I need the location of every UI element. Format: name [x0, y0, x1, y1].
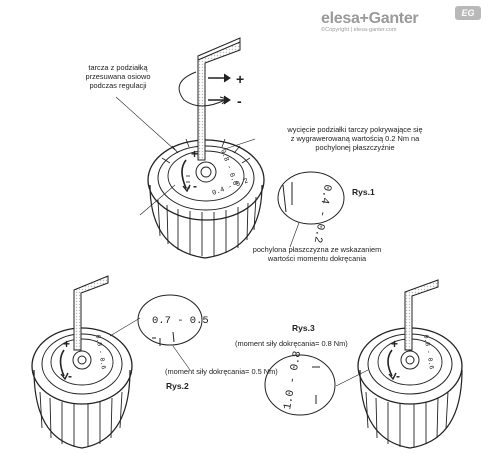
top-plus-on-dial: + — [191, 147, 198, 161]
fig3-knob — [357, 327, 463, 449]
fig3-detail — [264, 354, 336, 416]
fig3-caption: (moment siły dokręcania= 0.8 Nm) — [235, 339, 348, 348]
top-rotation-arrow — [178, 71, 226, 107]
label-pochylona: pochylona płaszczyzna ze wskazaniem wart… — [252, 245, 382, 263]
fig2-knob — [31, 327, 133, 449]
rys1-label: Rys.1 — [352, 187, 375, 197]
fig2-detail — [137, 294, 203, 346]
fig3-plus-on-dial: + — [391, 337, 398, 351]
top-minus-on-dial: - — [193, 179, 197, 193]
label-wyciecie: wycięcie podziałki tarczy pokrywające si… — [287, 125, 423, 152]
fig2-detail-text: 0.7 - 0.5 — [152, 315, 209, 327]
fig2-caption: (moment siły dokręcania= 0.5 Nm) — [165, 367, 278, 376]
top-hex-key — [197, 37, 241, 161]
fig3-minus-on-dial: - — [396, 369, 400, 383]
fig3-dial-scale-text: 0.8 - 0.6 — [422, 334, 435, 370]
fig2-plus-on-dial: + — [63, 337, 70, 351]
fig2-hex-key — [73, 275, 109, 351]
eg-badge: EG — [455, 6, 481, 20]
brand-logo: elesa+Ganter ©Copyright | elesa-ganter.c… — [321, 10, 419, 33]
top-arrow-minus: - — [237, 93, 242, 109]
brand-name: elesa+Ganter — [321, 10, 419, 27]
rys1-detail — [277, 171, 345, 225]
brand-copyright: ©Copyright | elesa-ganter.com — [321, 27, 397, 33]
top-knob — [147, 138, 265, 259]
rys3-label: Rys.3 — [292, 323, 315, 333]
fig2-minus-on-dial: - — [68, 369, 72, 383]
top-arrow-plus: + — [236, 71, 244, 87]
top-leader-lines — [115, 96, 301, 248]
label-tarcza: tarcza z podziałką przesuwana osiowo pod… — [85, 63, 151, 90]
rys2-label: Rys.2 — [166, 381, 189, 391]
fig3-hex-key — [404, 279, 439, 351]
